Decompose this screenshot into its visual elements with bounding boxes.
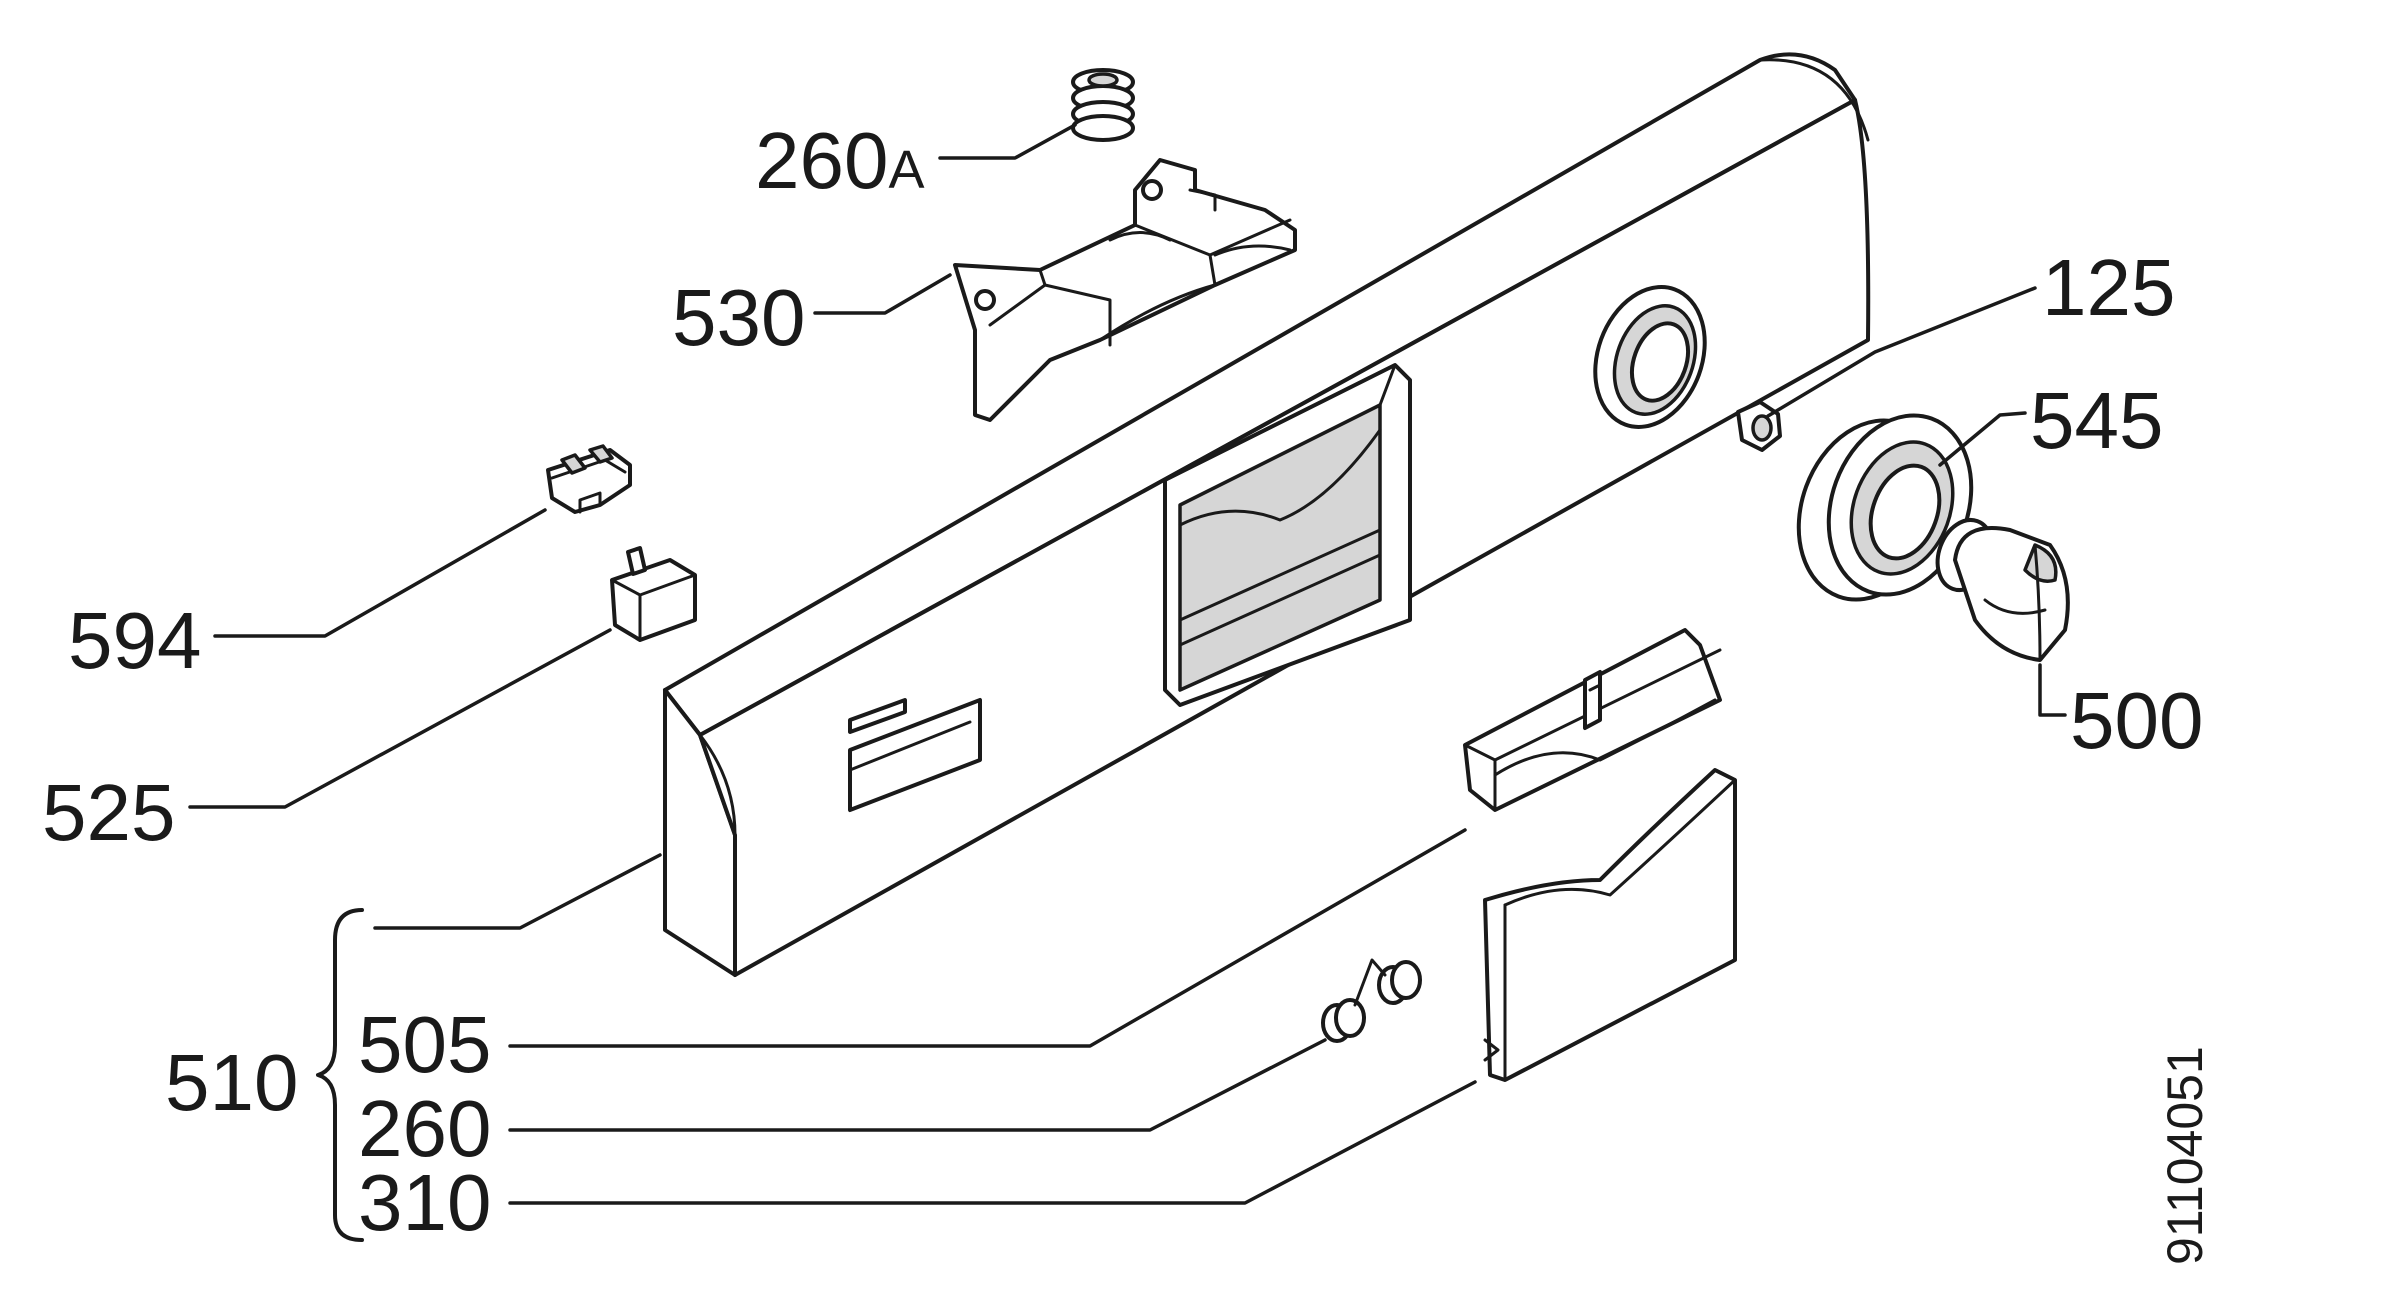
control-panel [663, 52, 1871, 977]
leader-lines [188, 123, 2067, 1205]
label-510: 510 [165, 1038, 298, 1127]
bracket-530 [953, 158, 1297, 422]
label-310: 310 [358, 1158, 491, 1247]
nut-125 [1736, 400, 1782, 452]
switch-594 [546, 444, 632, 514]
bezel-545 [1796, 413, 1974, 602]
label-545: 545 [2030, 376, 2163, 465]
label-525: 525 [42, 768, 175, 857]
hinge-505 [1463, 628, 1722, 812]
label-260a: 260A [755, 116, 925, 205]
label-530: 530 [672, 273, 805, 362]
knob-500 [1935, 518, 2070, 662]
spring-260 [1321, 958, 1422, 1043]
flap-310 [1483, 768, 1737, 1082]
reference-number: 91104051 [2157, 1046, 2213, 1265]
label-505: 505 [358, 1000, 491, 1089]
indicator-525 [610, 546, 697, 642]
spring-260a [1071, 68, 1135, 142]
label-500: 500 [2070, 676, 2203, 765]
label-125: 125 [2042, 243, 2175, 332]
label-260: 260 [358, 1084, 491, 1173]
part-labels: 260A 530 594 525 125 545 500 510 505 260… [42, 116, 2203, 1247]
label-594: 594 [68, 596, 201, 685]
brace-510 [316, 908, 364, 1242]
